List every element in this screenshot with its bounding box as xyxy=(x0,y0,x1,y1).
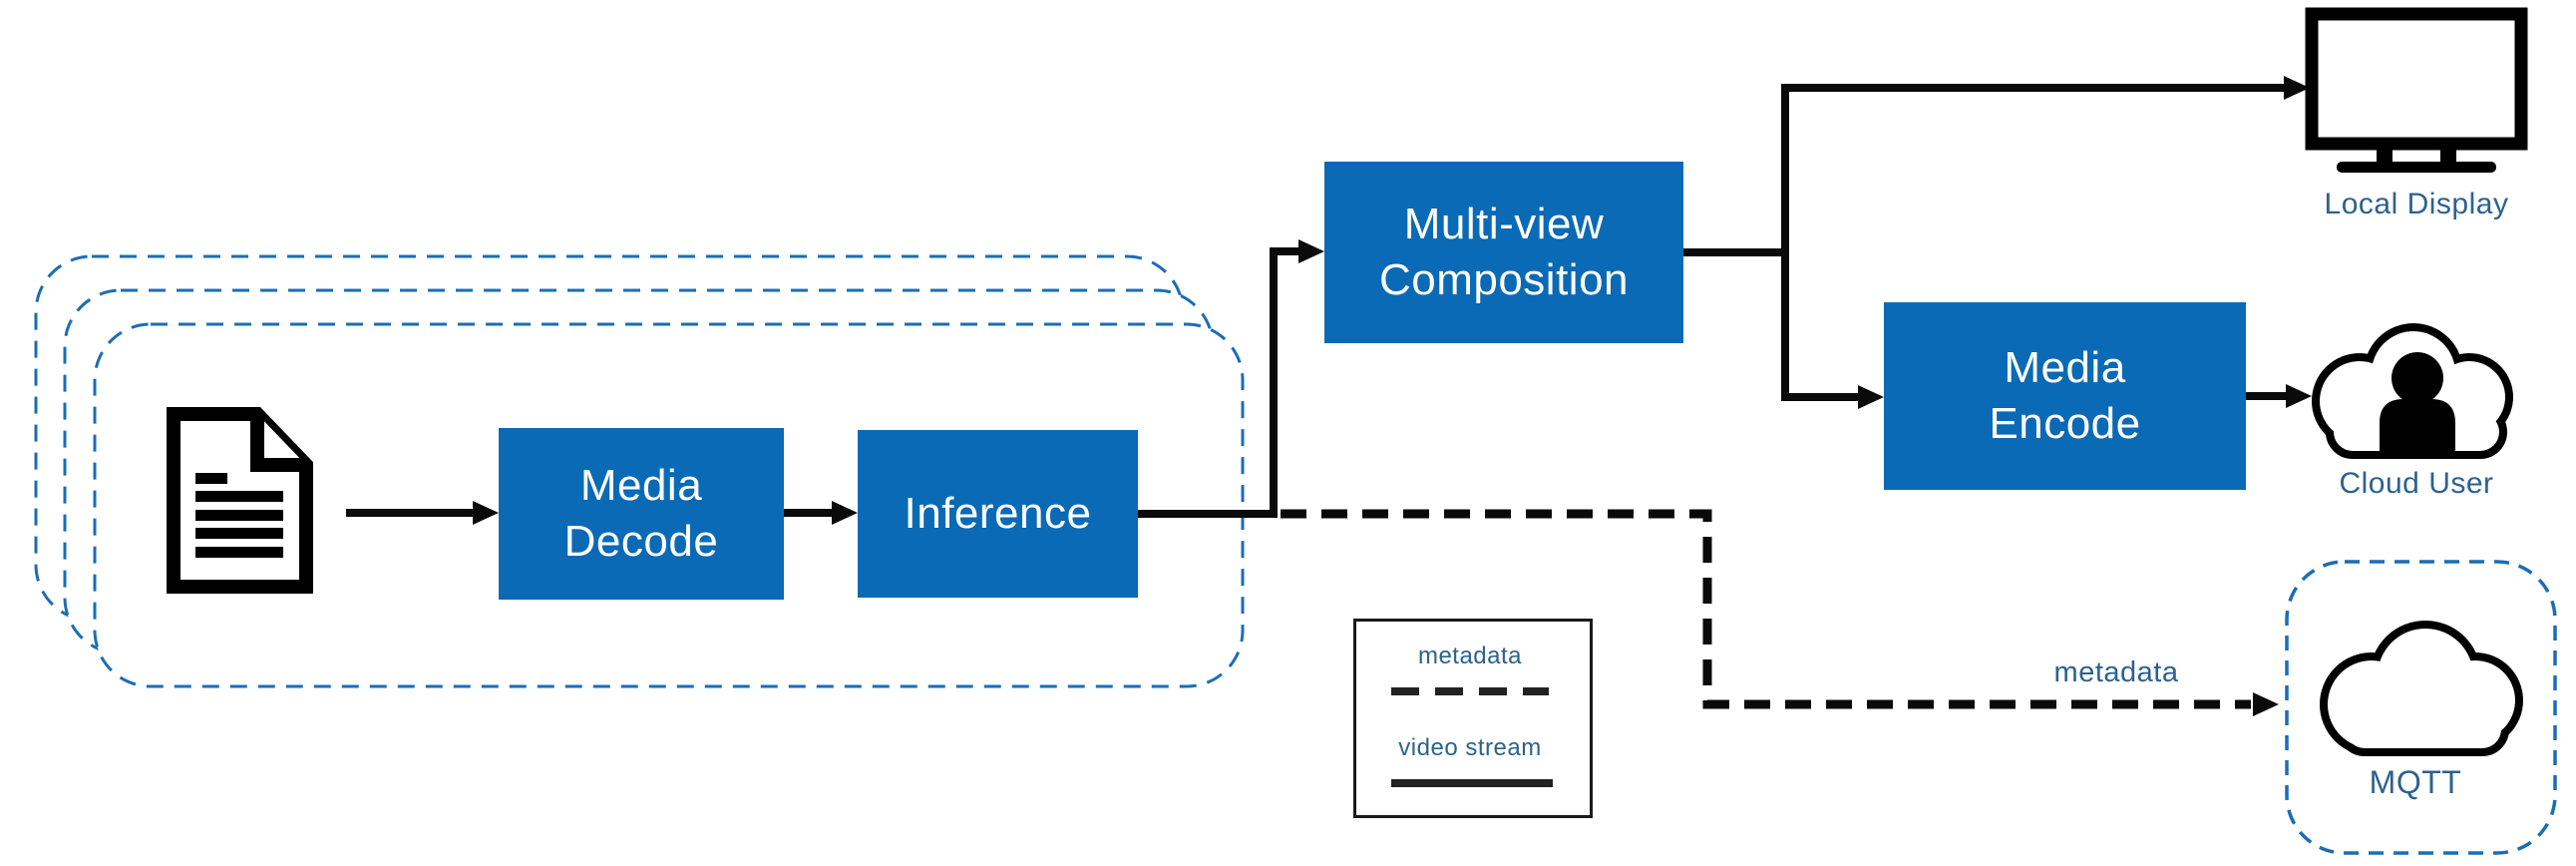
arrowhead-display xyxy=(2284,76,2310,100)
document-icon xyxy=(167,407,313,594)
arrowhead-encode xyxy=(1858,385,1884,409)
connector-metadata-dashed xyxy=(1281,509,2251,709)
node-media-decode-line1: Media xyxy=(579,461,703,511)
arrow-heads xyxy=(473,76,2312,716)
node-media-decode: Media Decode xyxy=(499,428,784,600)
legend-lines xyxy=(1391,687,1553,787)
cloud-icon xyxy=(2320,621,2523,756)
node-multi-view-line2: Composition xyxy=(1378,255,1630,304)
connector-split-display-encode xyxy=(1781,84,2286,401)
cloud-user-icon xyxy=(2312,323,2513,459)
node-multi-view-composition: Multi-view Composition xyxy=(1324,162,1683,343)
legend-video-stream-label: video stream xyxy=(1398,734,1542,761)
node-multi-view-line1: Multi-view xyxy=(1403,200,1605,249)
cloud-user-label: Cloud User xyxy=(2339,467,2494,500)
monitor-icon xyxy=(2305,7,2528,173)
mqtt-label: MQTT xyxy=(2369,764,2462,800)
person-torso xyxy=(2380,399,2455,451)
local-display-label: Local Display xyxy=(2324,188,2509,220)
node-media-encode-line2: Encode xyxy=(1989,399,2141,448)
arrowhead-inference xyxy=(832,501,858,525)
node-inference-label: Inference xyxy=(904,489,1092,539)
arrowhead-multiview xyxy=(1298,239,1324,263)
arrowhead-decode xyxy=(473,501,499,525)
person-head xyxy=(2392,352,2443,404)
connector-inference-to-multiview xyxy=(1138,247,1298,518)
video-stream-connectors xyxy=(346,84,2286,518)
node-inference: Inference xyxy=(858,430,1138,598)
node-media-encode: Media Encode xyxy=(1884,302,2246,490)
arrowhead-mqtt xyxy=(2253,692,2279,716)
legend-metadata-label: metadata xyxy=(1417,643,1523,669)
node-media-decode-line2: Decode xyxy=(563,517,719,566)
arrowhead-clouduser xyxy=(2286,384,2312,408)
legend-box xyxy=(1353,619,1593,818)
node-media-encode-line1: Media xyxy=(2004,343,2126,393)
metadata-edge-label: metadata xyxy=(2053,656,2179,688)
